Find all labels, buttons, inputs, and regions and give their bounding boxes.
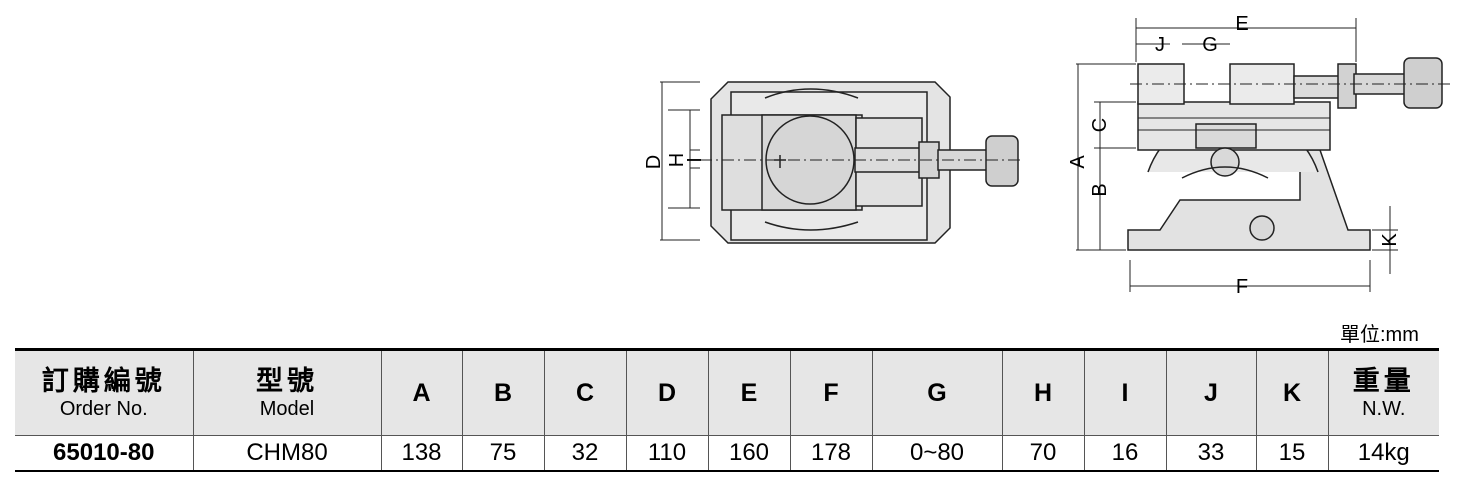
cell-a: 138: [380, 435, 462, 472]
dim-label-h: H: [666, 153, 688, 167]
cell-d: 110: [625, 435, 708, 472]
header-dim-a: A: [380, 348, 462, 436]
header-dim-j: J: [1165, 348, 1256, 436]
dim-label-b: B: [1089, 183, 1111, 196]
dim-label-k: K: [1379, 233, 1401, 247]
header-order-no: 訂購編號 Order No.: [15, 348, 193, 436]
dim-label-c: C: [1089, 118, 1111, 132]
header-model: 型號 Model: [192, 348, 381, 436]
dim-label-j: J: [1155, 34, 1165, 56]
dim-label-f: F: [1236, 276, 1248, 298]
header-dim-i: I: [1083, 348, 1166, 436]
header-weight: 重量 N.W.: [1327, 348, 1439, 436]
cell-g: 0~80: [871, 435, 1002, 472]
header-dim-d: D: [625, 348, 708, 436]
dim-label-i: I: [684, 157, 706, 163]
cell-f: 178: [789, 435, 872, 472]
header-dim-h: H: [1001, 348, 1084, 436]
header-dim-c: C: [543, 348, 626, 436]
vise-top-view: [700, 81, 1020, 244]
dim-label-e: E: [1235, 13, 1248, 35]
header-dim-f: F: [789, 348, 872, 436]
header-dim-b: B: [461, 348, 544, 436]
spec-table: 訂購編號 Order No. 型號 Model A B C D E F G H …: [15, 348, 1439, 472]
table-row: 65010-80 CHM80 138 75 32 110 160 178 0~8…: [15, 435, 1439, 472]
cell-h: 70: [1001, 435, 1084, 472]
dim-label-d: D: [643, 155, 665, 169]
cell-order-no: 65010-80: [15, 435, 193, 472]
cell-i: 16: [1083, 435, 1166, 472]
cell-e: 160: [707, 435, 790, 472]
vise-side-view: [1127, 57, 1450, 251]
unit-note: 單位:mm: [1340, 324, 1419, 346]
cell-j: 33: [1165, 435, 1256, 472]
cell-b: 75: [461, 435, 544, 472]
cell-c: 32: [543, 435, 626, 472]
cell-k: 15: [1255, 435, 1328, 472]
header-dim-k: K: [1255, 348, 1328, 436]
header-dim-e: E: [707, 348, 790, 436]
technical-drawing: D H I E J G A C B K F: [643, 13, 1450, 298]
cell-model: CHM80: [192, 435, 381, 472]
table-header-row: 訂購編號 Order No. 型號 Model A B C D E F G H …: [15, 348, 1439, 436]
dim-label-a: A: [1067, 155, 1089, 169]
header-dim-g: G: [871, 348, 1002, 436]
cell-weight: 14kg: [1327, 435, 1439, 472]
dim-label-g: G: [1202, 34, 1218, 56]
